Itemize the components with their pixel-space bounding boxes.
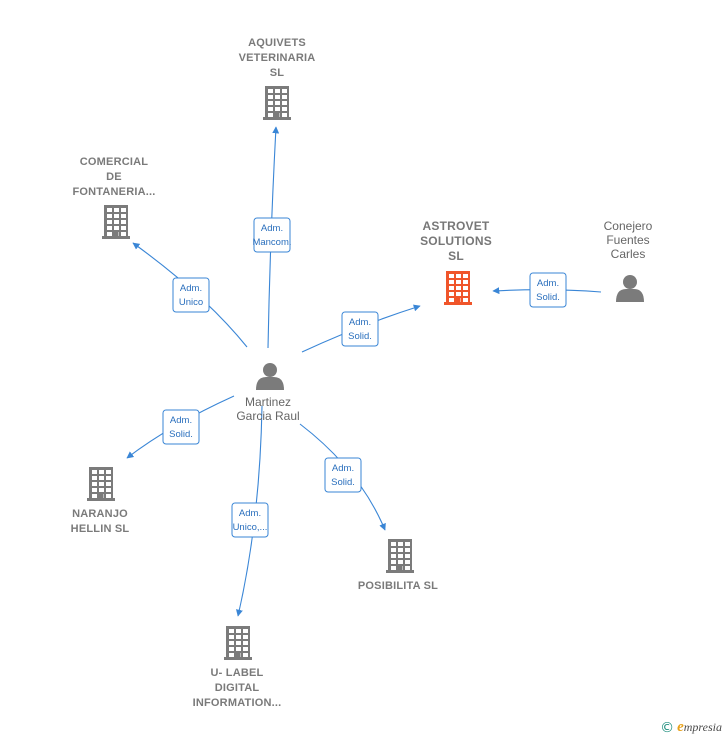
relation-label-box[interactable] [231,502,269,538]
node-ulabel[interactable]: U- LABEL DIGITAL INFORMATION... [193,626,282,709]
brand-logo-text: mpresia [683,720,722,734]
relation-label[interactable]: Adm. Solid. [162,409,200,445]
relation-label[interactable]: Adm. Unico [172,277,210,313]
relation-label-text: Solid. [331,477,355,488]
person-icon [256,363,284,390]
node-label: Fuentes [606,233,649,247]
relation-label-text: Solid. [169,429,193,440]
relation-label-text: Solid. [348,331,372,342]
node-posibilita[interactable]: POSIBILITA SL [358,539,438,592]
building-icon [102,205,130,239]
node-label: SL [448,249,464,263]
node-label: Martinez [245,395,291,409]
node-label: INFORMATION... [193,697,282,709]
relation-label-text: Adm. [170,415,192,426]
relation-label-box[interactable] [529,272,567,308]
relation-label-box[interactable] [172,277,210,313]
relation-label-box[interactable] [253,217,291,253]
brand-footer: © e mpresia [660,719,722,736]
building-icon [386,539,414,573]
relation-label-text: Solid. [536,292,560,303]
building-icon [87,467,115,501]
node-label: SL [270,67,285,79]
relation-label[interactable]: Adm. Solid. [529,272,567,308]
node-label: FONTANERIA... [72,186,155,198]
relation-label-text: Adm. [332,463,354,474]
node-label: COMERCIAL [80,156,148,168]
relation-label-text: Adm. [349,317,371,328]
node-label: NARANJO [72,508,128,520]
node-label: HELLIN SL [71,523,130,535]
node-label: Conejero [604,219,653,233]
relation-label-text: Adm. [180,283,202,294]
building-icon [444,271,472,305]
building-icon [224,626,252,660]
relation-label-text: Adm. [261,223,283,234]
node-label: Carles [611,247,646,261]
relation-label-text: Adm. [239,508,261,519]
node-label: DIGITAL [215,682,260,694]
relation-label[interactable]: Adm. Solid. [324,457,362,493]
relation-label-box[interactable] [341,311,379,347]
brand-logo-initial: e [677,719,684,735]
relation-label[interactable]: Adm. Unico,... [231,502,269,538]
node-label: SOLUTIONS [420,234,492,248]
relation-label-text: Adm. [537,278,559,289]
node-label: ASTROVET [423,219,490,233]
relation-label-box[interactable] [324,457,362,493]
copyright-icon: © [660,719,675,736]
relation-label-box[interactable] [162,409,200,445]
relation-label[interactable]: Adm. Solid. [341,311,379,347]
node-label: VETERINARIA [239,52,316,64]
node-naranjo[interactable]: NARANJO HELLIN SL [71,467,130,535]
person-icon [616,275,644,302]
building-icon [263,86,291,120]
relation-label-text: Unico [179,297,203,308]
node-label: Garcia Raul [236,409,299,423]
node-comercial[interactable]: COMERCIAL DE FONTANERIA... [72,156,155,239]
relation-label[interactable]: Adm. Mancom. [252,217,292,253]
relation-label-text: Unico,... [233,522,268,533]
relation-label-text: Mancom. [252,237,291,248]
node-label: U- LABEL [211,667,264,679]
node-label: AQUIVETS [248,37,306,49]
node-label: POSIBILITA SL [358,580,438,592]
node-label: DE [106,171,122,183]
node-aquivets[interactable]: AQUIVETS VETERINARIA SL [239,37,316,120]
